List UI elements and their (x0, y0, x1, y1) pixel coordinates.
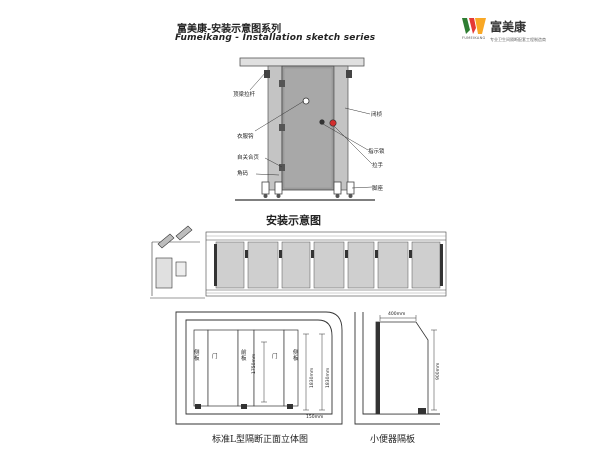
dim-bottom: 150mm (306, 415, 324, 420)
label-self-close-hinge: 自关合页 (237, 155, 260, 161)
label-door-b: 门 (272, 354, 278, 360)
brand-slogan: 专业卫生间隔断配套工程制造商 (490, 37, 546, 42)
page-subtitle: Fumeikang - Installation sketch series (175, 33, 376, 43)
dim-urinal-width: 400mm (388, 312, 406, 317)
label-hook: 衣服钩 (237, 134, 254, 140)
caption-l-type-partition: 标准L型隔断正面立体图 (212, 435, 308, 445)
label-handle: 拉手 (372, 163, 384, 169)
label-side-panel-b: 侧板 (293, 350, 299, 362)
brand-name-en: FUMEIKANG (462, 36, 486, 40)
dim-urinal-height: 900mm (436, 362, 441, 380)
caption-urinal-partition: 小便器隔板 (370, 435, 416, 445)
label-side-panel-a: 侧板 (194, 350, 200, 362)
label-corner-code: 角码 (237, 171, 249, 177)
brand-name: 富美康 (490, 20, 527, 34)
label-door-a: 门 (212, 354, 218, 360)
label-foot: 脚座 (372, 186, 384, 192)
label-front-panel: 前板 (241, 350, 247, 362)
label-indicator-lock: 指示锁 (368, 149, 385, 155)
label-top-rail: 顶梁拉杆 (233, 92, 256, 98)
brand-logo: 富美康 FUMEIKANG 专业卫生间隔断配套工程制造商 (462, 16, 562, 44)
brand-mark-icon (462, 18, 486, 34)
page-title: 富美康-安装示意图系列 (177, 24, 282, 35)
section-heading-installation: 安装示意图 (266, 214, 321, 227)
label-door-frame: 闭桢 (371, 112, 383, 118)
